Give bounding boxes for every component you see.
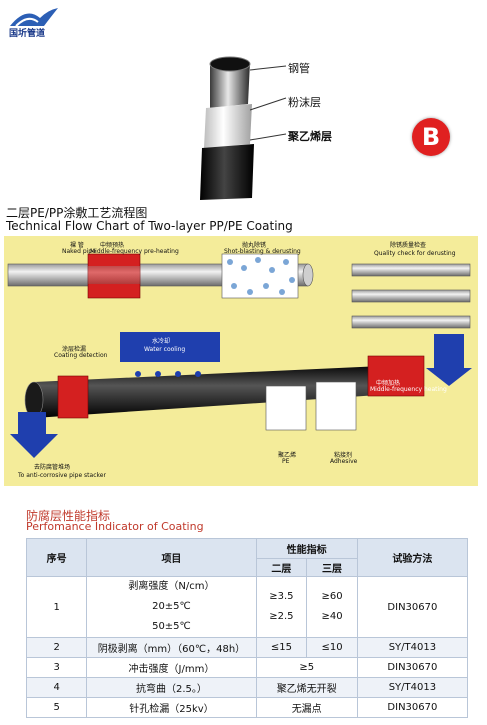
callout-lines bbox=[250, 65, 287, 141]
row-item: 剥离强度（N/cm） 20±5℃ 50±5℃ bbox=[86, 576, 257, 638]
callout-steel-pipe: 钢管 bbox=[288, 62, 310, 75]
label-cooling-en: Water cooling bbox=[144, 346, 186, 353]
label-stacker-en: To anti-corrosive pipe stacker bbox=[18, 472, 106, 479]
row-no: 1 bbox=[25, 576, 88, 638]
label-naked-en: Naked pipe bbox=[62, 248, 96, 255]
row-indicator: 聚乙烯无开裂 bbox=[255, 677, 358, 698]
label-cooling-cn: 水冷却 bbox=[152, 338, 171, 345]
row-indicator: 无漏点 bbox=[255, 697, 358, 718]
row-method: DIN30670 bbox=[356, 576, 469, 638]
header-method: 试验方法 bbox=[356, 538, 469, 577]
label-preheat-en: Middle-frequency pre-heating bbox=[90, 248, 179, 255]
coated-pipe-photo bbox=[200, 56, 254, 200]
row-three-layer: ≥60 ≥40 bbox=[306, 576, 358, 638]
row-item: 阴极剥离（mm）（60℃，48h） bbox=[86, 637, 257, 658]
table-row: 3 冲击强度（J/mm） ≥5 DIN30670 bbox=[25, 657, 469, 678]
label-blast-en: Shot-blasting & derusting bbox=[224, 248, 301, 255]
row-method: SY/T4013 bbox=[356, 637, 469, 658]
row-indicator: ≥5 bbox=[255, 657, 358, 678]
header-three-layer: 三层 bbox=[306, 558, 358, 577]
row-item: 抗弯曲（2.5。） bbox=[86, 677, 257, 698]
header-two-layer: 二层 bbox=[255, 558, 308, 577]
table-row: 4 抗弯曲（2.5。） 聚乙烯无开裂 SY/T4013 bbox=[25, 677, 469, 698]
flow-title-cn: 二层PE/PP涂敷工艺流程图 bbox=[6, 206, 148, 220]
table-row: 1 剥离强度（N/cm） 20±5℃ 50±5℃ ≥3.5 ≥2.5 ≥60 ≥… bbox=[25, 576, 469, 638]
row-method: DIN30670 bbox=[356, 657, 469, 678]
label-heating-en: Middle-frequency heating bbox=[370, 386, 447, 393]
row-item: 针孔检漏（25kv） bbox=[86, 697, 257, 718]
label-quality-cn: 除锈质量检查 bbox=[390, 242, 427, 249]
label-naked-cn: 裸 管 bbox=[70, 242, 84, 249]
callout-powder-layer: 粉沫层 bbox=[288, 96, 321, 109]
flow-title-en: Technical Flow Chart of Two-layer PP/PE … bbox=[6, 219, 293, 233]
perf-title-en: Perfomance Indicator of Coating bbox=[26, 520, 204, 533]
label-detection-en: Coating detection bbox=[54, 352, 108, 359]
row-two-layer: ≥3.5 ≥2.5 bbox=[255, 576, 308, 638]
logo-text: 国圻管道 bbox=[9, 29, 46, 39]
row-item: 冲击强度（J/mm） bbox=[86, 657, 257, 678]
row-no: 4 bbox=[25, 677, 88, 698]
perf-title-cn: 防腐层性能指标 bbox=[26, 509, 111, 523]
process-flow-chart: 裸 管 Naked pipe 中频预热 Middle-frequency pre… bbox=[4, 236, 478, 486]
label-heating-cn: 中频加热 bbox=[376, 380, 401, 387]
table-row: 2 阴极剥离（mm）（60℃，48h） ≤15 ≤10 SY/T4013 bbox=[25, 637, 469, 658]
header-indicator: 性能指标 bbox=[255, 538, 358, 559]
label-preheat-cn: 中频预热 bbox=[100, 242, 125, 249]
bird-logo-icon bbox=[6, 4, 62, 30]
row-method: DIN30670 bbox=[356, 697, 469, 718]
callout-pe-layer: 聚乙烯层 bbox=[288, 130, 332, 143]
label-quality-en: Quality check for derusting bbox=[374, 250, 456, 257]
label-adhesive-en: Adhesive bbox=[330, 458, 358, 465]
row-no: 3 bbox=[25, 657, 88, 678]
label-adhesive-cn: 粘接剂 bbox=[334, 452, 353, 459]
company-logo bbox=[6, 4, 62, 44]
variant-b-badge: B bbox=[412, 118, 450, 156]
header-item: 项目 bbox=[86, 538, 257, 577]
row-method: SY/T4013 bbox=[356, 677, 469, 698]
row-no: 2 bbox=[25, 637, 88, 658]
label-detection-cn: 涂层检漏 bbox=[62, 346, 87, 353]
performance-table: 序号 项目 性能指标 试验方法 二层 三层 1 剥离强度（N/cm） 20±5℃… bbox=[25, 538, 469, 718]
table-row: 5 针孔检漏（25kv） 无漏点 DIN30670 bbox=[25, 697, 469, 718]
row-no: 5 bbox=[25, 697, 88, 718]
row-two-layer: ≤15 bbox=[255, 637, 308, 658]
header-no: 序号 bbox=[25, 538, 88, 577]
label-pe-en: PE bbox=[282, 458, 290, 465]
label-stacker-cn: 去防腐管堆场 bbox=[34, 464, 71, 471]
label-blast-cn: 抛丸除锈 bbox=[242, 242, 267, 249]
row-three-layer: ≤10 bbox=[306, 637, 358, 658]
label-pe-cn: 聚乙烯 bbox=[278, 452, 297, 459]
